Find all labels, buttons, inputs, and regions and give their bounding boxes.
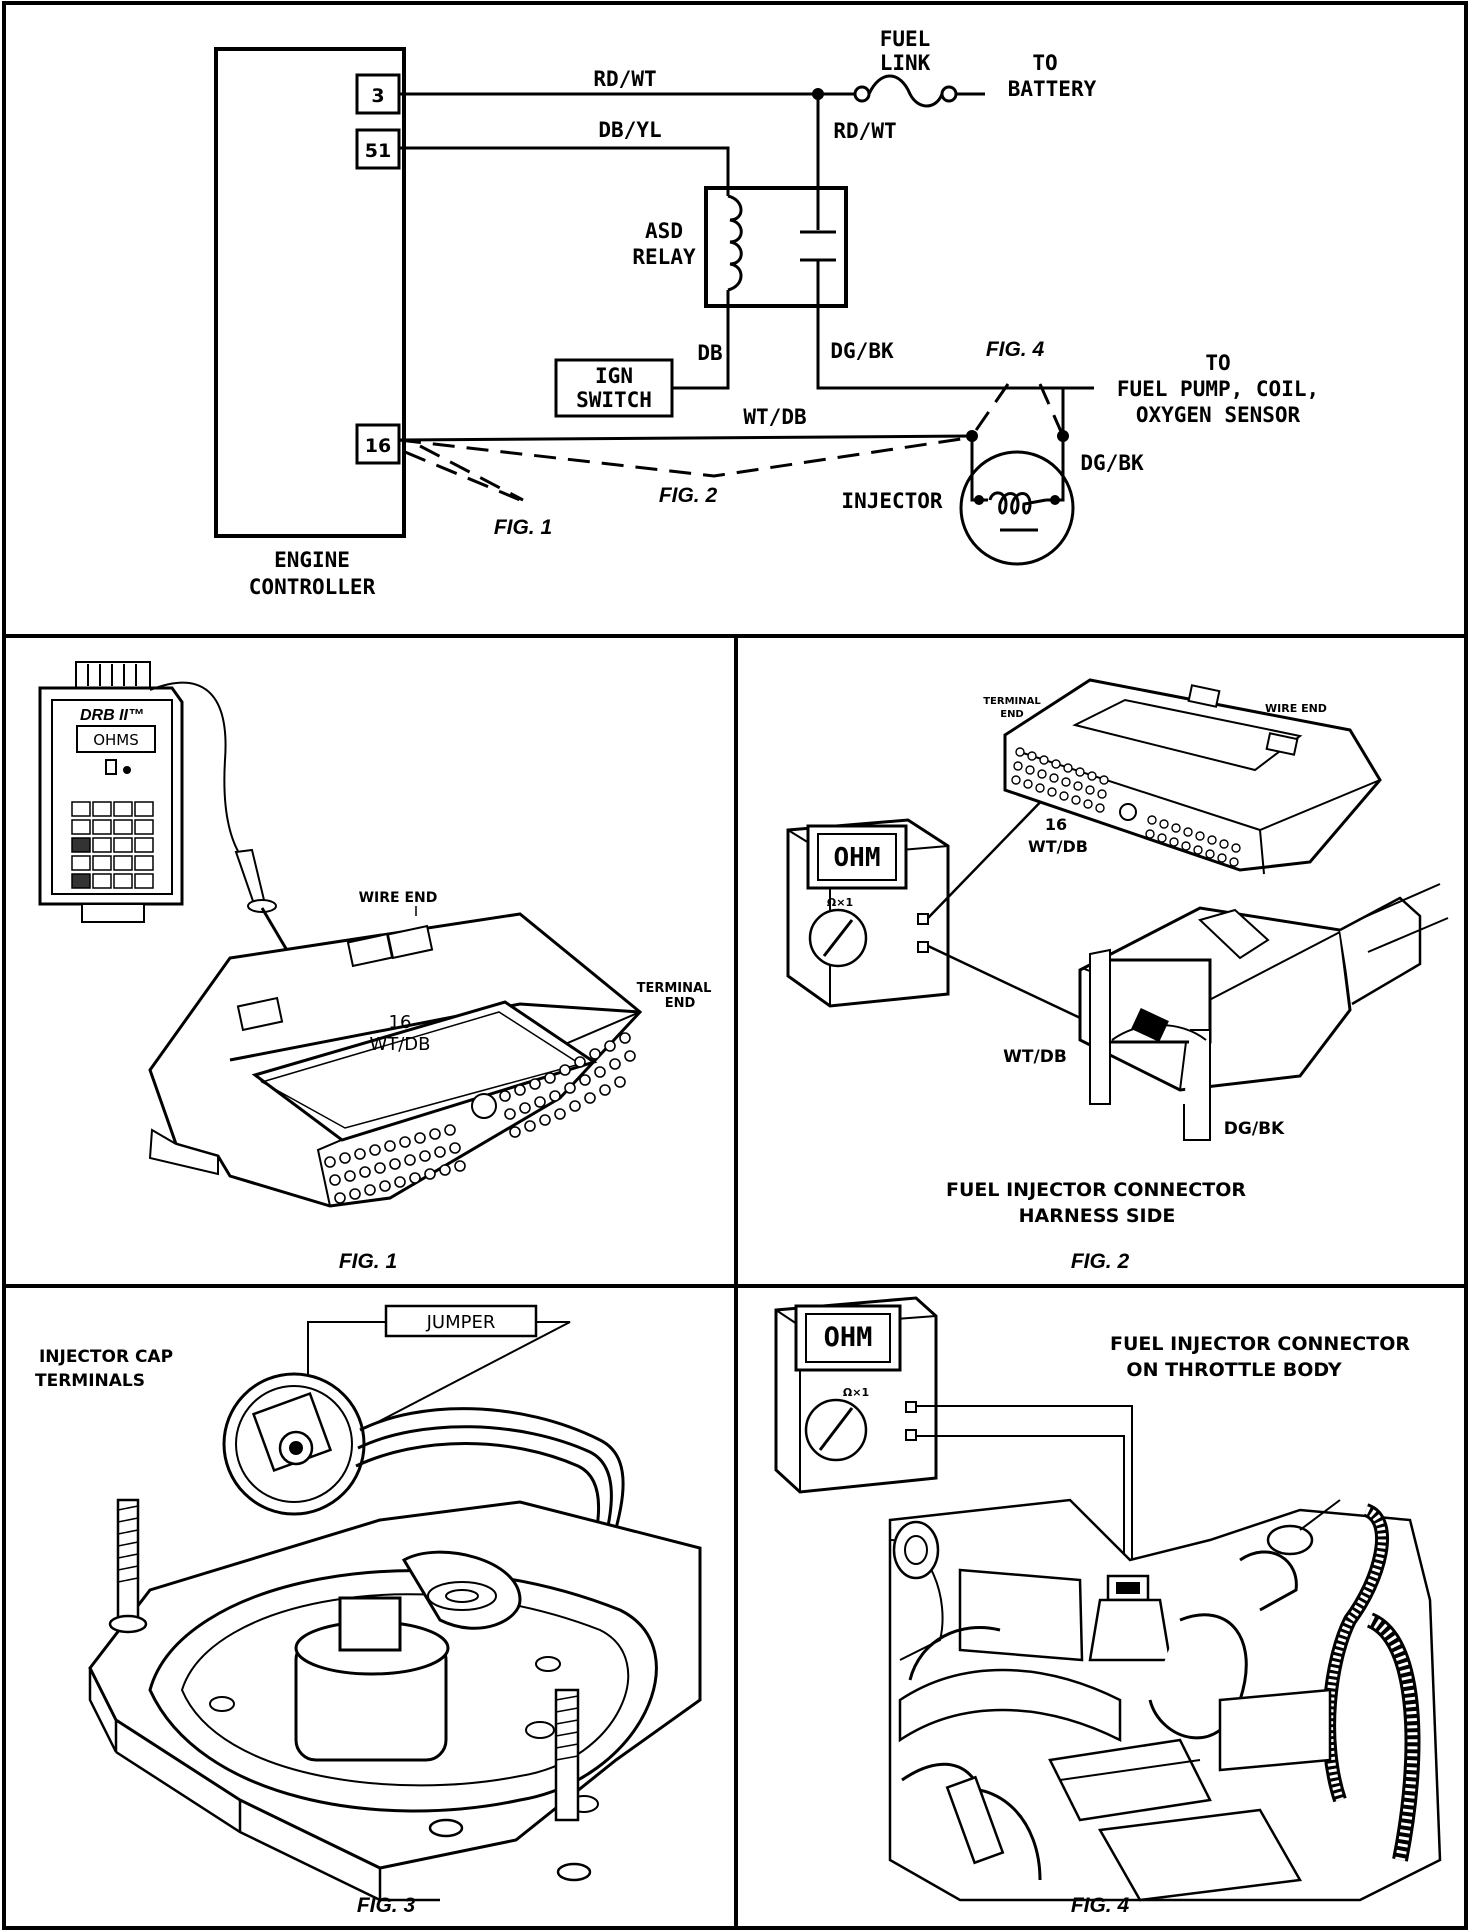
fig2-title-2: HARNESS SIDE	[1019, 1205, 1176, 1227]
fig2-pin-color: WT/DB	[1028, 837, 1088, 856]
to-battery-label: TO	[1032, 51, 1057, 75]
fig1-terminal-end-label: TERMINAL	[637, 981, 712, 996]
pin-16-box	[355, 423, 401, 465]
fig2-title: FUEL INJECTOR CONNECTOR	[946, 1179, 1246, 1201]
to-loads-label: TO	[1205, 351, 1230, 375]
engine-controller-label: ENGINE	[274, 548, 350, 572]
fig4-title: FUEL INJECTOR CONNECTOR	[1110, 1333, 1410, 1355]
fuel-link-label: FUEL	[880, 27, 931, 51]
harness-pins	[1011, 747, 1241, 867]
fig1-reference: FIG. 1	[494, 516, 552, 539]
fig4-meter-display: OHM	[824, 1322, 873, 1353]
fig2-terminal-end-label: TERMINAL	[983, 696, 1041, 707]
fig2-meter-range: Ω×1	[827, 896, 853, 909]
fig2-meter-display: OHM	[834, 843, 881, 873]
wire-label-wt-db: WT/DB	[743, 405, 806, 429]
wire-label-dg-bk-injector: DG/BK	[1080, 451, 1144, 475]
engine-controller-label-2: CONTROLLER	[249, 575, 376, 599]
drb-keypad	[71, 801, 154, 889]
asd-relay-box	[704, 186, 848, 308]
engine-bay	[888, 1498, 1442, 1902]
fig4-reference: FIG. 4	[986, 338, 1045, 361]
ign-switch-label-2: SWITCH	[576, 388, 652, 412]
injector-harness-connector	[1078, 883, 1449, 1141]
connector-pins	[324, 1032, 636, 1204]
fig3-caption: FIG. 3	[357, 1894, 416, 1917]
pin-51-label: 51	[365, 140, 391, 162]
ign-switch-label: IGN	[595, 364, 633, 388]
controller-connector	[148, 912, 643, 1208]
asd-relay-label-2: RELAY	[632, 245, 696, 269]
fig2-panel: OHM Ω×1 TERMINAL END WIRE END	[786, 678, 1449, 1273]
fig1-wire-end-label: WIRE END	[359, 890, 438, 906]
jumper-label: JUMPER	[426, 1312, 496, 1333]
wire-label-rd-wt-vertical: RD/WT	[833, 119, 896, 143]
throttle-body	[88, 1498, 702, 1902]
injector-cap-label-2: TERMINALS	[35, 1371, 145, 1391]
fig1-panel: DRB II™ OHMS	[38, 661, 712, 1273]
asd-relay-label: ASD	[645, 219, 683, 243]
fig2-terminal-end-label-2: END	[1000, 709, 1024, 720]
fig3-panel: JUMPER INJECTOR CAP TERMINALS	[35, 1304, 702, 1917]
fig4-caption: FIG. 4	[1071, 1894, 1130, 1917]
fig1-pin-color: WT/DB	[369, 1034, 430, 1055]
fig4-panel: OHM Ω×1 FUEL INJECTOR CONNECTOR ON THROT…	[774, 1296, 1442, 1917]
fuel-link-label-2: LINK	[880, 51, 931, 75]
drb-tester: DRB II™ OHMS	[38, 661, 184, 923]
fig2-caption: FIG. 2	[1071, 1250, 1130, 1273]
to-loads-label-3: OXYGEN SENSOR	[1136, 403, 1301, 427]
fig2-connector-dg-bk: DG/BK	[1224, 1119, 1285, 1139]
fig1-caption: FIG. 1	[339, 1250, 397, 1273]
fig2-reference: FIG. 2	[659, 484, 718, 507]
wire-label-rd-wt: RD/WT	[593, 67, 656, 91]
drb-display: OHMS	[93, 731, 139, 749]
to-battery-label-2: BATTERY	[1008, 77, 1097, 101]
ign-switch-box	[554, 358, 674, 418]
harness-connector	[1003, 678, 1382, 875]
drb-brand: DRB II™	[80, 707, 144, 724]
injector-cap	[222, 1372, 625, 1597]
injector-label: INJECTOR	[841, 489, 943, 513]
to-loads-label-2: FUEL PUMP, COIL,	[1117, 377, 1319, 401]
pin-3-box	[355, 73, 401, 115]
pin-16-label: 16	[365, 435, 391, 457]
fig4-meter-range: Ω×1	[843, 1386, 869, 1399]
injector-cap-label: INJECTOR CAP	[39, 1347, 173, 1367]
pin-3-label: 3	[371, 85, 384, 107]
fig2-pin-number: 16	[1045, 815, 1067, 834]
wiring-schematic: 3 51 16 ENGINE CONTROLLER RD/WT FUEL LIN…	[214, 27, 1319, 599]
fig2-connector-wt-db: WT/DB	[1003, 1047, 1067, 1067]
wire-label-dg-bk-relay: DG/BK	[830, 339, 894, 363]
wire-label-db-yl: DB/YL	[598, 118, 661, 142]
ohmmeter: OHM Ω×1	[786, 818, 950, 1008]
wire-label-db: DB	[697, 341, 722, 365]
fig2-wire-end-label: WIRE END	[1265, 702, 1327, 715]
fig4-title-2: ON THROTTLE BODY	[1126, 1359, 1341, 1381]
fig1-terminal-end-label-2: END	[665, 996, 696, 1011]
fig4-ohmmeter: OHM Ω×1	[774, 1296, 938, 1494]
fig1-pin-number: 16	[389, 1012, 412, 1033]
